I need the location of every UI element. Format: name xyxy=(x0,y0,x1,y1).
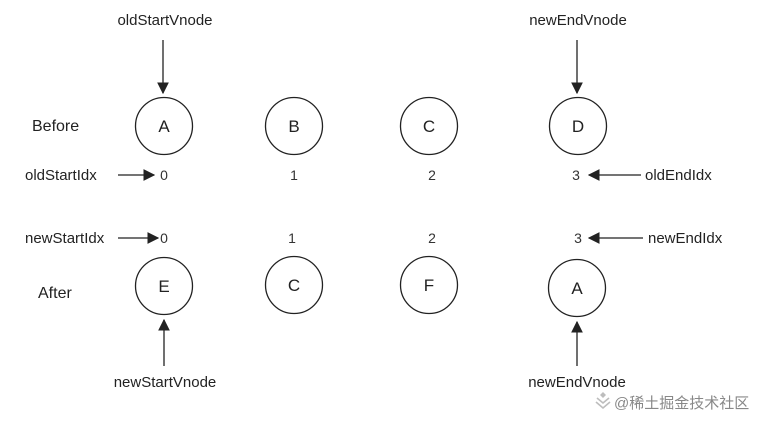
old-node-c-text: C xyxy=(423,117,435,136)
old-node-b-text: B xyxy=(288,117,299,136)
new-index-1: 1 xyxy=(288,230,296,246)
juejin-logo-icon xyxy=(595,392,611,410)
new-node-f: F xyxy=(399,255,459,315)
old-node-d: D xyxy=(548,96,608,156)
old-start-idx-label: oldStartIdx xyxy=(25,167,97,184)
new-end-vnode-top-label: newEndVnode xyxy=(529,12,627,29)
new-end-idx-label: newEndIdx xyxy=(648,230,723,247)
new-node-c: C xyxy=(264,255,324,315)
old-node-a-text: A xyxy=(158,117,170,136)
old-index-1: 1 xyxy=(290,167,298,183)
new-index-0: 0 xyxy=(160,230,168,246)
new-index-2: 2 xyxy=(428,230,436,246)
old-node-c: C xyxy=(399,96,459,156)
new-end-vnode-bottom-label: newEndVnode xyxy=(528,374,626,391)
new-index-3: 3 xyxy=(574,230,582,246)
new-start-idx-label: newStartIdx xyxy=(25,230,105,247)
new-node-e-text: E xyxy=(158,277,169,296)
before-label: Before xyxy=(32,118,79,135)
new-node-e: E xyxy=(134,256,194,316)
new-node-f-text: F xyxy=(424,276,434,295)
new-node-a-text: A xyxy=(571,279,583,298)
old-index-3: 3 xyxy=(572,167,580,183)
watermark-text: @稀土掘金技术社区 xyxy=(614,395,749,412)
old-node-d-text: D xyxy=(572,117,584,136)
new-node-a: A xyxy=(547,258,607,318)
old-index-2: 2 xyxy=(428,167,436,183)
after-label: After xyxy=(38,285,72,302)
old-start-vnode-label: oldStartVnode xyxy=(117,12,212,29)
new-node-c-text: C xyxy=(288,276,300,295)
old-node-a: A xyxy=(134,96,194,156)
new-start-vnode-label: newStartVnode xyxy=(114,374,217,391)
old-end-idx-label: oldEndIdx xyxy=(645,167,712,184)
old-index-0: 0 xyxy=(160,167,168,183)
old-node-b: B xyxy=(264,96,324,156)
watermark: @稀土掘金技术社区 xyxy=(595,392,749,412)
